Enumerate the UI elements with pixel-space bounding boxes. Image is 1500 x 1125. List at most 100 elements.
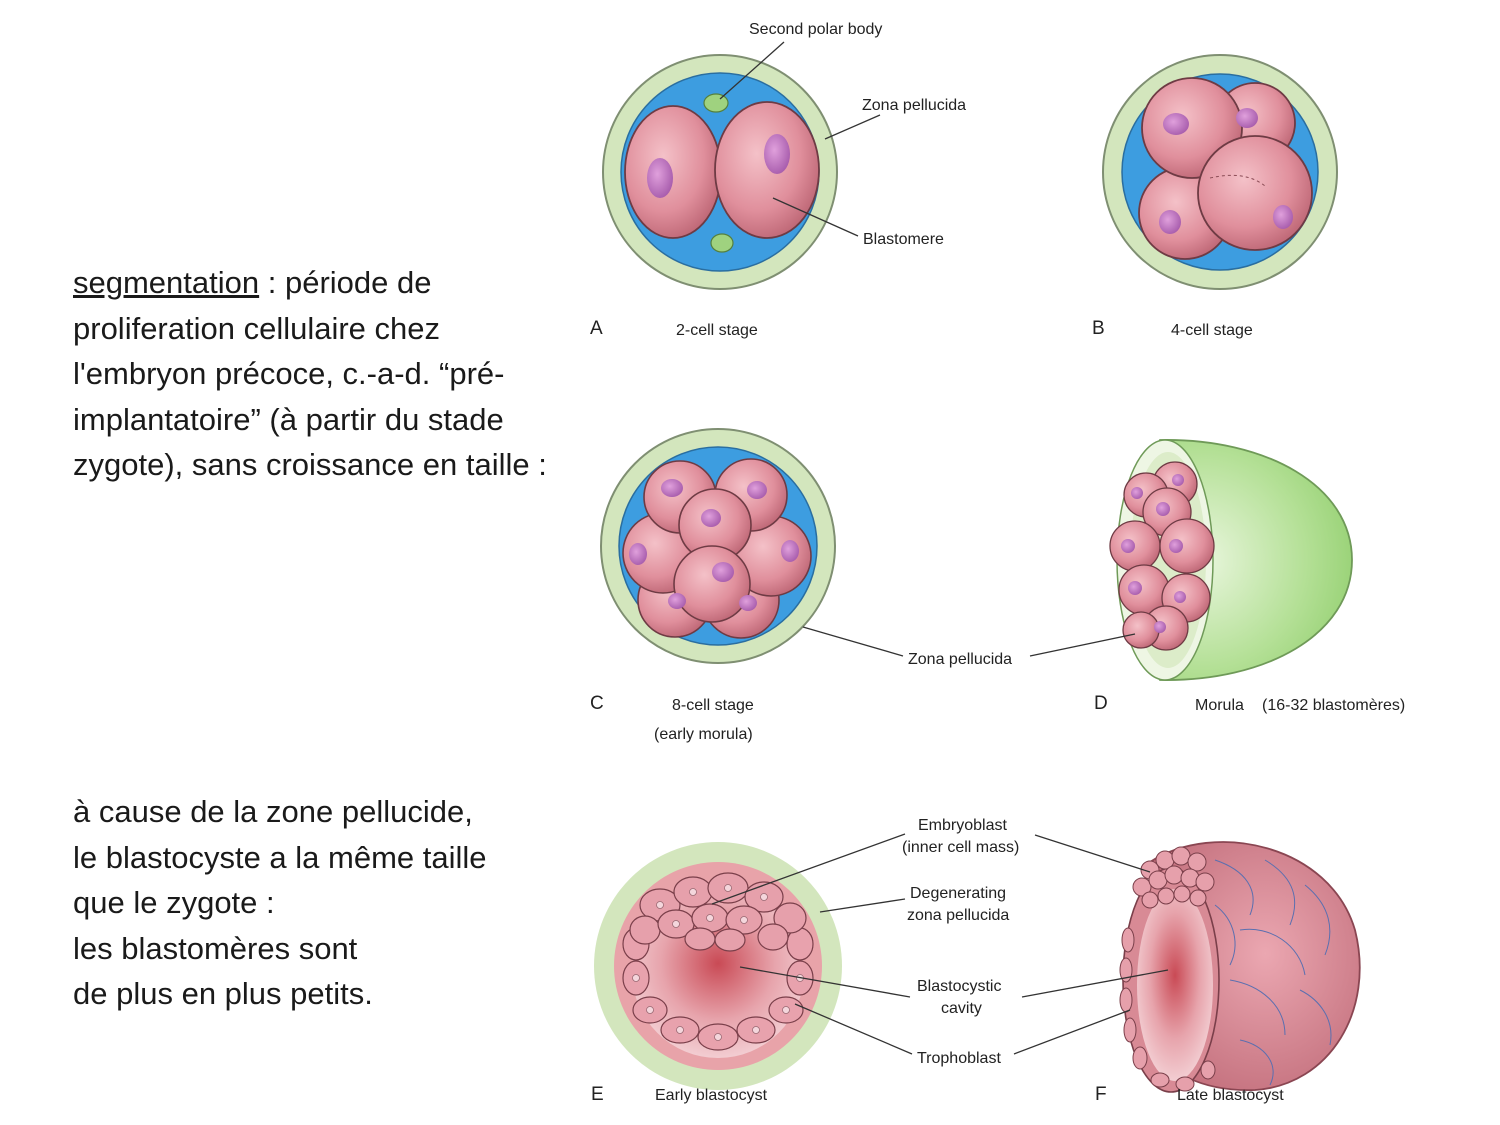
embryoblast-cell	[1195, 872, 1215, 892]
blastomere	[624, 105, 722, 239]
cell-boundary	[1264, 859, 1296, 926]
leader-line	[1013, 1009, 1131, 1055]
nucleus	[714, 1033, 722, 1041]
paragraph-text: : période de	[259, 265, 432, 300]
embryoblast-cell	[773, 902, 807, 934]
paragraph-line: l'embryon précoce, c.-a-d. “pré-	[73, 356, 505, 391]
embryoblast-cell	[1171, 846, 1191, 866]
nucleus	[647, 158, 673, 198]
panel-letter-e: E	[591, 1084, 604, 1105]
caption-4-cell-stage: 4-cell stage	[1171, 322, 1253, 339]
nucleus	[668, 593, 686, 609]
panel-c-8-cell	[600, 428, 904, 664]
label-cavity: cavity	[941, 1000, 982, 1017]
paragraph-line: segmentation : période de	[73, 260, 547, 306]
nucleus	[672, 920, 680, 928]
cell-boundary	[1229, 979, 1286, 1036]
label-trophoblast: Trophoblast	[917, 1050, 1001, 1067]
trophoblast-cell	[1132, 1046, 1148, 1070]
nucleus	[1236, 108, 1258, 128]
embryoblast-cell	[1157, 887, 1175, 905]
embryoblast-cell	[1132, 877, 1152, 897]
trophoblast-cell	[1123, 1017, 1137, 1043]
embryoblast-cell	[1173, 885, 1191, 903]
cell-boundary	[1239, 928, 1306, 976]
cell-boundary	[1214, 904, 1236, 966]
embryoblast-cell	[1141, 891, 1159, 909]
nucleus	[1159, 210, 1181, 234]
leader-line	[819, 898, 906, 913]
panel-letter-d: D	[1094, 693, 1108, 714]
blastomere	[1122, 611, 1160, 649]
blastomere	[673, 545, 751, 623]
paragraph-line: proliferation cellulaire chez	[73, 310, 441, 346]
cell-boundary	[1304, 884, 1331, 956]
nucleus	[781, 540, 799, 562]
embryoblast-cell	[1189, 889, 1207, 907]
nucleus	[629, 543, 647, 565]
leader-line	[1034, 834, 1151, 873]
nucleus	[739, 595, 757, 611]
caption-2-cell-stage: 2-cell stage	[676, 322, 758, 339]
nucleus	[782, 1006, 790, 1014]
embryoblast-cell	[629, 915, 661, 945]
panel-letter-c: C	[590, 693, 604, 714]
nucleus	[1169, 539, 1183, 553]
nucleus	[656, 901, 664, 909]
caption-late-blastocyst: Late blastocyst	[1177, 1087, 1284, 1104]
segmentation-paragraph: segmentation : période de proliferation …	[73, 260, 547, 488]
label-zona-pellucida: Zona pellucida	[862, 97, 966, 114]
hidden-cell-outline	[1209, 174, 1266, 187]
nucleus	[724, 884, 732, 892]
nucleus	[740, 916, 748, 924]
label-degenerating: Degenerating	[910, 885, 1006, 902]
blastocyst-size-paragraph: à cause de la zone pellucide, le blastoc…	[73, 789, 487, 1017]
leader-line	[802, 626, 904, 657]
label-inner-cell-mass: (inner cell mass)	[902, 839, 1019, 856]
note-early-morula: (early morula)	[654, 726, 753, 743]
panel-a-2-cell	[602, 41, 881, 290]
panel-d-morula	[1029, 439, 1353, 681]
embryoblast-cell	[1148, 870, 1168, 890]
nucleus	[1128, 581, 1142, 595]
polar-body	[710, 233, 734, 253]
nucleus	[747, 481, 767, 499]
label-zona-pellucida: Zona pellucida	[908, 651, 1012, 668]
leader-line	[711, 833, 906, 905]
nucleus	[1163, 113, 1189, 135]
label-degenerating-zona: zona pellucida	[907, 907, 1009, 924]
nucleus	[1172, 474, 1184, 486]
nucleus	[752, 1026, 760, 1034]
leader-line	[1029, 633, 1136, 657]
nucleus	[646, 1006, 654, 1014]
paragraph-line: à cause de la zone pellucide,	[73, 794, 473, 829]
leader-line	[1021, 969, 1169, 998]
blastomere	[1197, 135, 1313, 251]
nucleus	[1154, 621, 1166, 633]
nucleus	[706, 914, 714, 922]
embryoblast-cell	[714, 928, 746, 952]
label-embryoblast: Embryoblast	[918, 817, 1007, 834]
nucleus	[764, 134, 790, 174]
paragraph-line: le blastocyste a la même taille	[73, 839, 487, 875]
trophoblast-cell	[1119, 957, 1133, 983]
cell-nuclei	[632, 884, 804, 1041]
inner-cell-mass	[1132, 846, 1215, 909]
embryoblast-cell	[684, 927, 716, 951]
cell-boundary	[1214, 859, 1254, 916]
trophoblast-cell	[1119, 987, 1133, 1013]
panel-e-early-blastocyst	[594, 833, 913, 1090]
nucleus	[1174, 591, 1186, 603]
nucleus	[632, 974, 640, 982]
paragraph-line: que le zygote :	[73, 885, 275, 920]
blastomere	[714, 101, 820, 239]
nucleus	[689, 888, 697, 896]
panel-letter-b: B	[1092, 318, 1105, 339]
leader-line	[719, 41, 785, 100]
nucleus	[1121, 539, 1135, 553]
trophoblast-cell	[1200, 1060, 1216, 1080]
caption-8-cell-stage: 8-cell stage	[672, 697, 754, 714]
note-blastomere-count: (16-32 blastomères)	[1262, 697, 1405, 714]
blastocystic-cavity	[1137, 889, 1213, 1081]
